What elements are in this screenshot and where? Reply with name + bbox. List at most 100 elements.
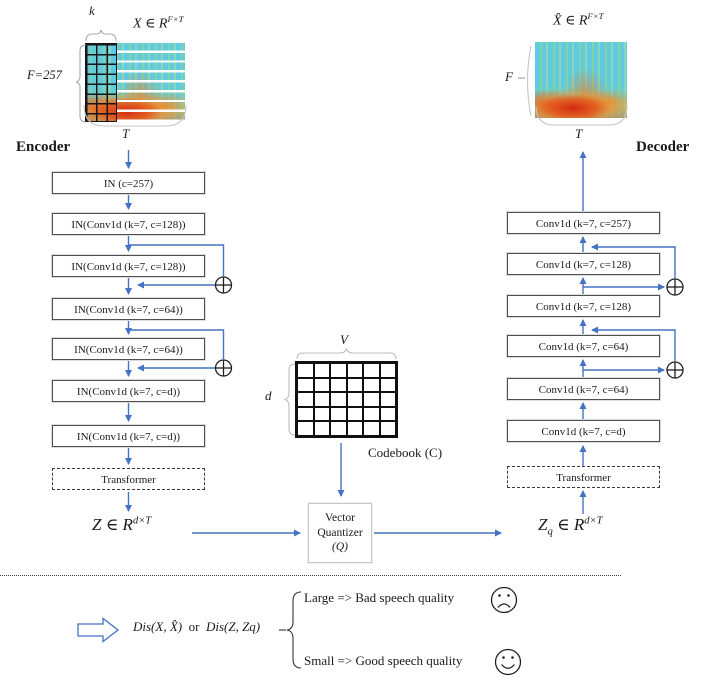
codebook-cell: [330, 421, 347, 436]
codebook-d-brace: [283, 363, 296, 436]
codebook-cell: [313, 377, 330, 393]
codebook-cell: [313, 406, 330, 422]
codebook-cell: [297, 421, 314, 436]
legend-small-text: Small => Good speech quality: [304, 653, 463, 668]
encoder-layer-box: IN(Conv1d (k=7, c=d)): [52, 380, 205, 402]
formula-right: Dis(Z, Zq): [205, 619, 261, 634]
legend-large-text: Large => Bad speech quality: [304, 590, 455, 605]
codebook-cell: [330, 377, 347, 393]
k-brace: [85, 29, 117, 42]
decoder-layer-box: Conv1d (k=7, c=128): [507, 253, 660, 275]
freq-bins-label: F=257: [27, 68, 62, 82]
output-time-label: T: [575, 126, 583, 141]
codebook-cell: [363, 406, 380, 422]
codebook-cell: [379, 363, 396, 378]
encoder-flow-arrows: [125, 150, 225, 512]
recon-var: X̂: [553, 13, 562, 29]
codebook-cell: [363, 363, 380, 378]
codebook-cell: [346, 392, 363, 407]
f257-brace: [75, 44, 87, 123]
z-var: Z: [92, 515, 102, 534]
codebook-cell: [297, 377, 314, 393]
zq-var: Z: [538, 515, 548, 534]
codebook-cell: [379, 421, 396, 436]
latent-zq-label: Zq ∈ Rd×T: [538, 515, 602, 537]
input-set: ∈ R: [145, 16, 168, 32]
codebook-cell: [297, 406, 314, 422]
k-label: k: [89, 3, 95, 18]
encoder-layer-box: IN(Conv1d (k=7, c=128)): [52, 255, 205, 277]
codebook-cell: [346, 377, 363, 393]
decoder-layer-box: Conv1d (k=7, c=64): [507, 378, 660, 400]
codebook-cell: [379, 377, 396, 393]
dotted-divider: [0, 575, 621, 576]
encoder-title: Encoder: [16, 139, 71, 155]
formula-left: Dis(X, X̂): [133, 619, 183, 634]
recon-sup: F×T: [587, 11, 604, 21]
z-set: ∈ R: [105, 515, 133, 534]
formula-or: or: [188, 619, 200, 634]
latent-z-label: Z ∈ Rd×T: [92, 515, 151, 535]
recon-set: ∈ R: [565, 13, 588, 29]
codebook-cell: [313, 392, 330, 407]
vq-line1: Vector: [324, 512, 355, 525]
circled-plus-icon: [214, 359, 233, 377]
encoder-transformer-box: Transformer: [52, 468, 205, 490]
codebook-cell: [363, 421, 380, 436]
codebook-dim-label: d: [265, 388, 272, 403]
legend-brace: [286, 591, 302, 669]
codebook-cell: [330, 392, 347, 407]
input-time-underbrace: [83, 104, 187, 127]
codebook-cell: [363, 392, 380, 407]
recon-tensor-label: X̂ ∈ RF×T: [553, 11, 603, 30]
encoder-layer-box: IN (c=257): [52, 172, 205, 194]
codebook-v-brace: [296, 347, 397, 360]
z-sup: d×T: [132, 515, 152, 527]
codebook-cell: [297, 392, 314, 407]
circled-plus-icon: [666, 361, 684, 379]
codebook-cell: [346, 406, 363, 422]
codebook-cell: [313, 421, 330, 436]
codebook-caption: Codebook (C): [368, 445, 443, 460]
codebook-cell: [330, 406, 347, 422]
vector-quantizer-box: Vector Quantizer (Q): [308, 503, 372, 563]
codebook-cell: [313, 363, 330, 378]
decoder-transformer-box: Transformer: [507, 466, 660, 488]
vq-line2: Quantizer: [317, 526, 363, 539]
spectrogram-patch-grid: [85, 43, 117, 122]
encoder-layer-box: IN(Conv1d (k=7, c=d)): [52, 425, 205, 447]
decoder-layer-box: Conv1d (k=7, c=64): [507, 335, 660, 357]
distance-formula: Dis(X, X̂) or Dis(Z, Zq): [133, 619, 260, 635]
decoder-flow-arrows: [579, 151, 676, 514]
codebook-grid: [295, 361, 398, 438]
codebook-cell: [297, 363, 314, 378]
encoder-layer-box: IN(Conv1d (k=7, c=64)): [52, 298, 205, 320]
spectrogram-frame-stripes: [117, 43, 185, 122]
zq-sup: d×T: [584, 515, 603, 527]
input-time-label: T: [122, 126, 130, 141]
input-sup: F×T: [167, 14, 184, 24]
legend-graphics: [77, 586, 522, 676]
encoder-layer-box: IN(Conv1d (k=7, c=128)): [52, 213, 205, 235]
codebook-cell: [346, 421, 363, 436]
circled-plus-icon: [666, 278, 684, 296]
input-spectrogram: [85, 43, 185, 122]
output-freq-label: F: [505, 69, 513, 84]
decoder-title: Decoder: [636, 139, 690, 155]
reconstructed-spectrogram: [535, 42, 627, 118]
circled-plus-icon: [214, 276, 233, 294]
codebook-cell: [346, 363, 363, 378]
codebook-cell: [379, 392, 396, 407]
decoder-layer-box: Conv1d (k=7, c=128): [507, 295, 660, 317]
input-var: X: [133, 16, 142, 32]
codebook-cell: [363, 377, 380, 393]
zq-set: ∈ R: [556, 515, 585, 534]
codebook-size-label: V: [340, 332, 348, 347]
output-freq-paren: [526, 45, 532, 117]
decoder-layer-box: Conv1d (k=7, c=257): [507, 212, 660, 234]
codebook-cell: [330, 363, 347, 378]
hollow-block-arrow-icon: [77, 617, 120, 643]
annotation-braces: [75, 29, 628, 436]
